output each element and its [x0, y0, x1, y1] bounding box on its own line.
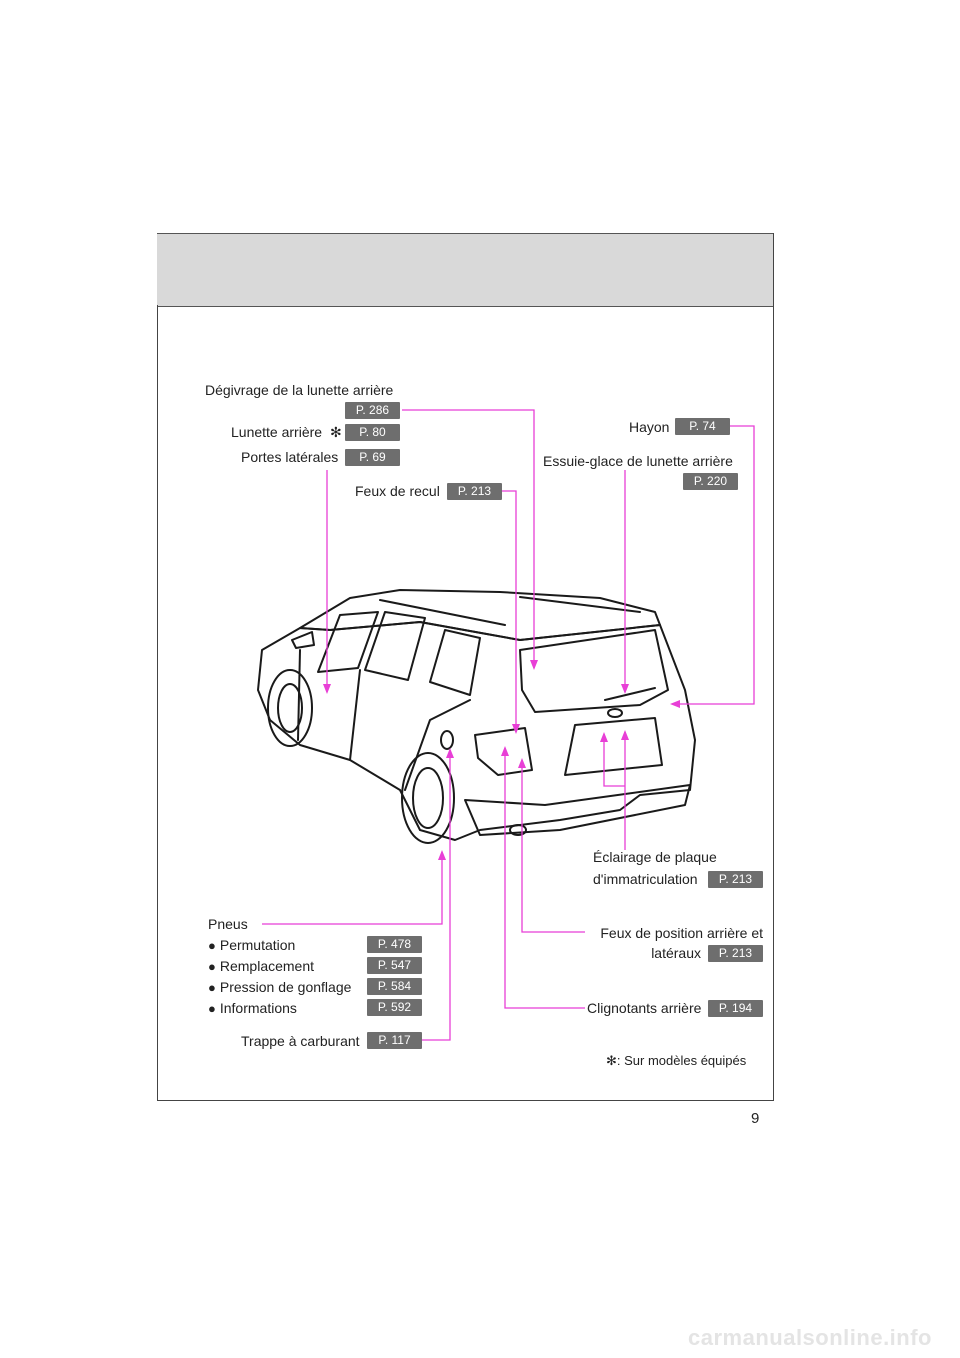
leader-fuel: [422, 750, 451, 1041]
rear-window: [519, 629, 669, 713]
badge-rear-window[interactable]: P. 80: [345, 424, 400, 441]
front-wheel: [267, 669, 313, 747]
front-wheel-rim: [277, 683, 303, 733]
label-defrost: Dégivrage de la lunette arrière: [205, 382, 394, 398]
label-side-doors: Portes latérales: [241, 449, 339, 465]
tire-item-label: Permutation: [219, 937, 296, 953]
rear-door-line: [349, 669, 361, 761]
badge-wiper[interactable]: P. 220: [683, 473, 738, 490]
leader-plate-2: [603, 734, 625, 787]
label-backup-lights: Feux de recul: [355, 483, 440, 499]
rear-wheel: [401, 752, 455, 844]
side-mirror: [291, 631, 315, 649]
badge-defrost[interactable]: P. 286: [345, 402, 400, 419]
left-frame-line: [157, 305, 158, 1101]
side-window-front: [317, 611, 379, 673]
arrowhead-fuel: [446, 748, 454, 758]
bullet-dot: ●: [208, 980, 216, 995]
arrowhead-plate-2: [600, 732, 608, 742]
label-plate-line1: Éclairage de plaque: [593, 849, 717, 865]
badge-tire-pression[interactable]: P. 584: [367, 978, 422, 995]
leader-hatch: [672, 425, 755, 705]
leader-position: [521, 760, 585, 933]
badge-tire-permutation[interactable]: P. 478: [367, 936, 422, 953]
badge-hatch[interactable]: P. 74: [675, 418, 730, 435]
badge-side-doors[interactable]: P. 69: [345, 449, 400, 466]
bullet-dot: ●: [208, 1001, 216, 1016]
footnote: ✻: Sur modèles équipés: [606, 1053, 747, 1068]
label-position-line1: Feux de position arrière et: [600, 925, 763, 941]
badge-fuel-door[interactable]: P. 117: [367, 1032, 422, 1049]
badge-tire-informations[interactable]: P. 592: [367, 999, 422, 1016]
right-frame-line: [773, 233, 774, 1101]
arrowhead-turn: [501, 746, 509, 756]
side-window-middle: [364, 611, 426, 681]
label-fuel-door: Trappe à carburant: [241, 1033, 360, 1049]
leader-defrost: [402, 409, 535, 668]
bottom-frame-line: [157, 1100, 774, 1101]
side-window-rear: [429, 629, 481, 696]
arrowhead-hatch: [670, 700, 680, 708]
badge-plate[interactable]: P. 213: [708, 871, 763, 888]
arrowhead-plate: [621, 730, 629, 740]
tire-item-label: Pression de gonflage: [219, 979, 352, 995]
label-rear-window-line: Lunette arrière ✻: [231, 423, 342, 441]
bullet-dot: ●: [208, 959, 216, 974]
asterisk-rear-window: ✻: [329, 424, 342, 440]
roof-rail-left: [379, 599, 506, 626]
page-number: 9: [751, 1110, 760, 1127]
leader-tires: [262, 852, 443, 925]
label-rear-window: Lunette arrière: [231, 424, 323, 440]
arrowhead-defrost: [530, 660, 538, 670]
tire-item-label: Informations: [219, 1000, 297, 1016]
emblem: [607, 708, 623, 718]
arrowhead-position: [518, 758, 526, 768]
exhaust: [509, 824, 527, 836]
leader-backup: [502, 490, 517, 732]
label-turn-signals: Clignotants arrière: [587, 1000, 702, 1016]
tire-item-label: Remplacement: [219, 958, 315, 974]
rear-wiper: [604, 687, 656, 701]
bullet-dot: ●: [208, 938, 216, 953]
arrowhead-wiper: [621, 684, 629, 694]
watermark: carmanualsonline.info: [688, 1325, 932, 1350]
rear-bumper: [464, 784, 691, 836]
label-tires: Pneus: [208, 916, 248, 932]
plate-recess: [564, 717, 663, 776]
rear-wheel-rim: [412, 767, 444, 829]
roof-rail-right: [519, 596, 641, 613]
arrowhead-side-doors: [323, 684, 331, 694]
body-outline: [257, 621, 696, 841]
arrowhead-tires: [438, 850, 446, 860]
c-pillar: [404, 699, 471, 791]
label-hatch: Hayon: [629, 419, 670, 435]
badge-backup-lights[interactable]: P. 213: [447, 483, 502, 500]
tire-item-informations: ●Informations: [208, 999, 297, 1018]
arrowhead-backup: [512, 724, 520, 734]
fuel-door: [440, 730, 454, 750]
tire-item-permutation: ●Permutation: [208, 936, 295, 955]
label-position-line2: latéraux: [651, 945, 701, 961]
tire-item-pression: ●Pression de gonflage: [208, 978, 351, 997]
badge-position[interactable]: P. 213: [708, 945, 763, 962]
badge-turn-signals[interactable]: P. 194: [708, 1000, 763, 1017]
label-wiper: Essuie-glace de lunette arrière: [543, 453, 733, 469]
label-plate-line2: d'immatriculation: [593, 871, 698, 887]
tire-item-remplacement: ●Remplacement: [208, 957, 314, 976]
leader-turn: [504, 748, 585, 1009]
badge-tire-remplacement[interactable]: P. 547: [367, 957, 422, 974]
header-band: [157, 233, 774, 307]
